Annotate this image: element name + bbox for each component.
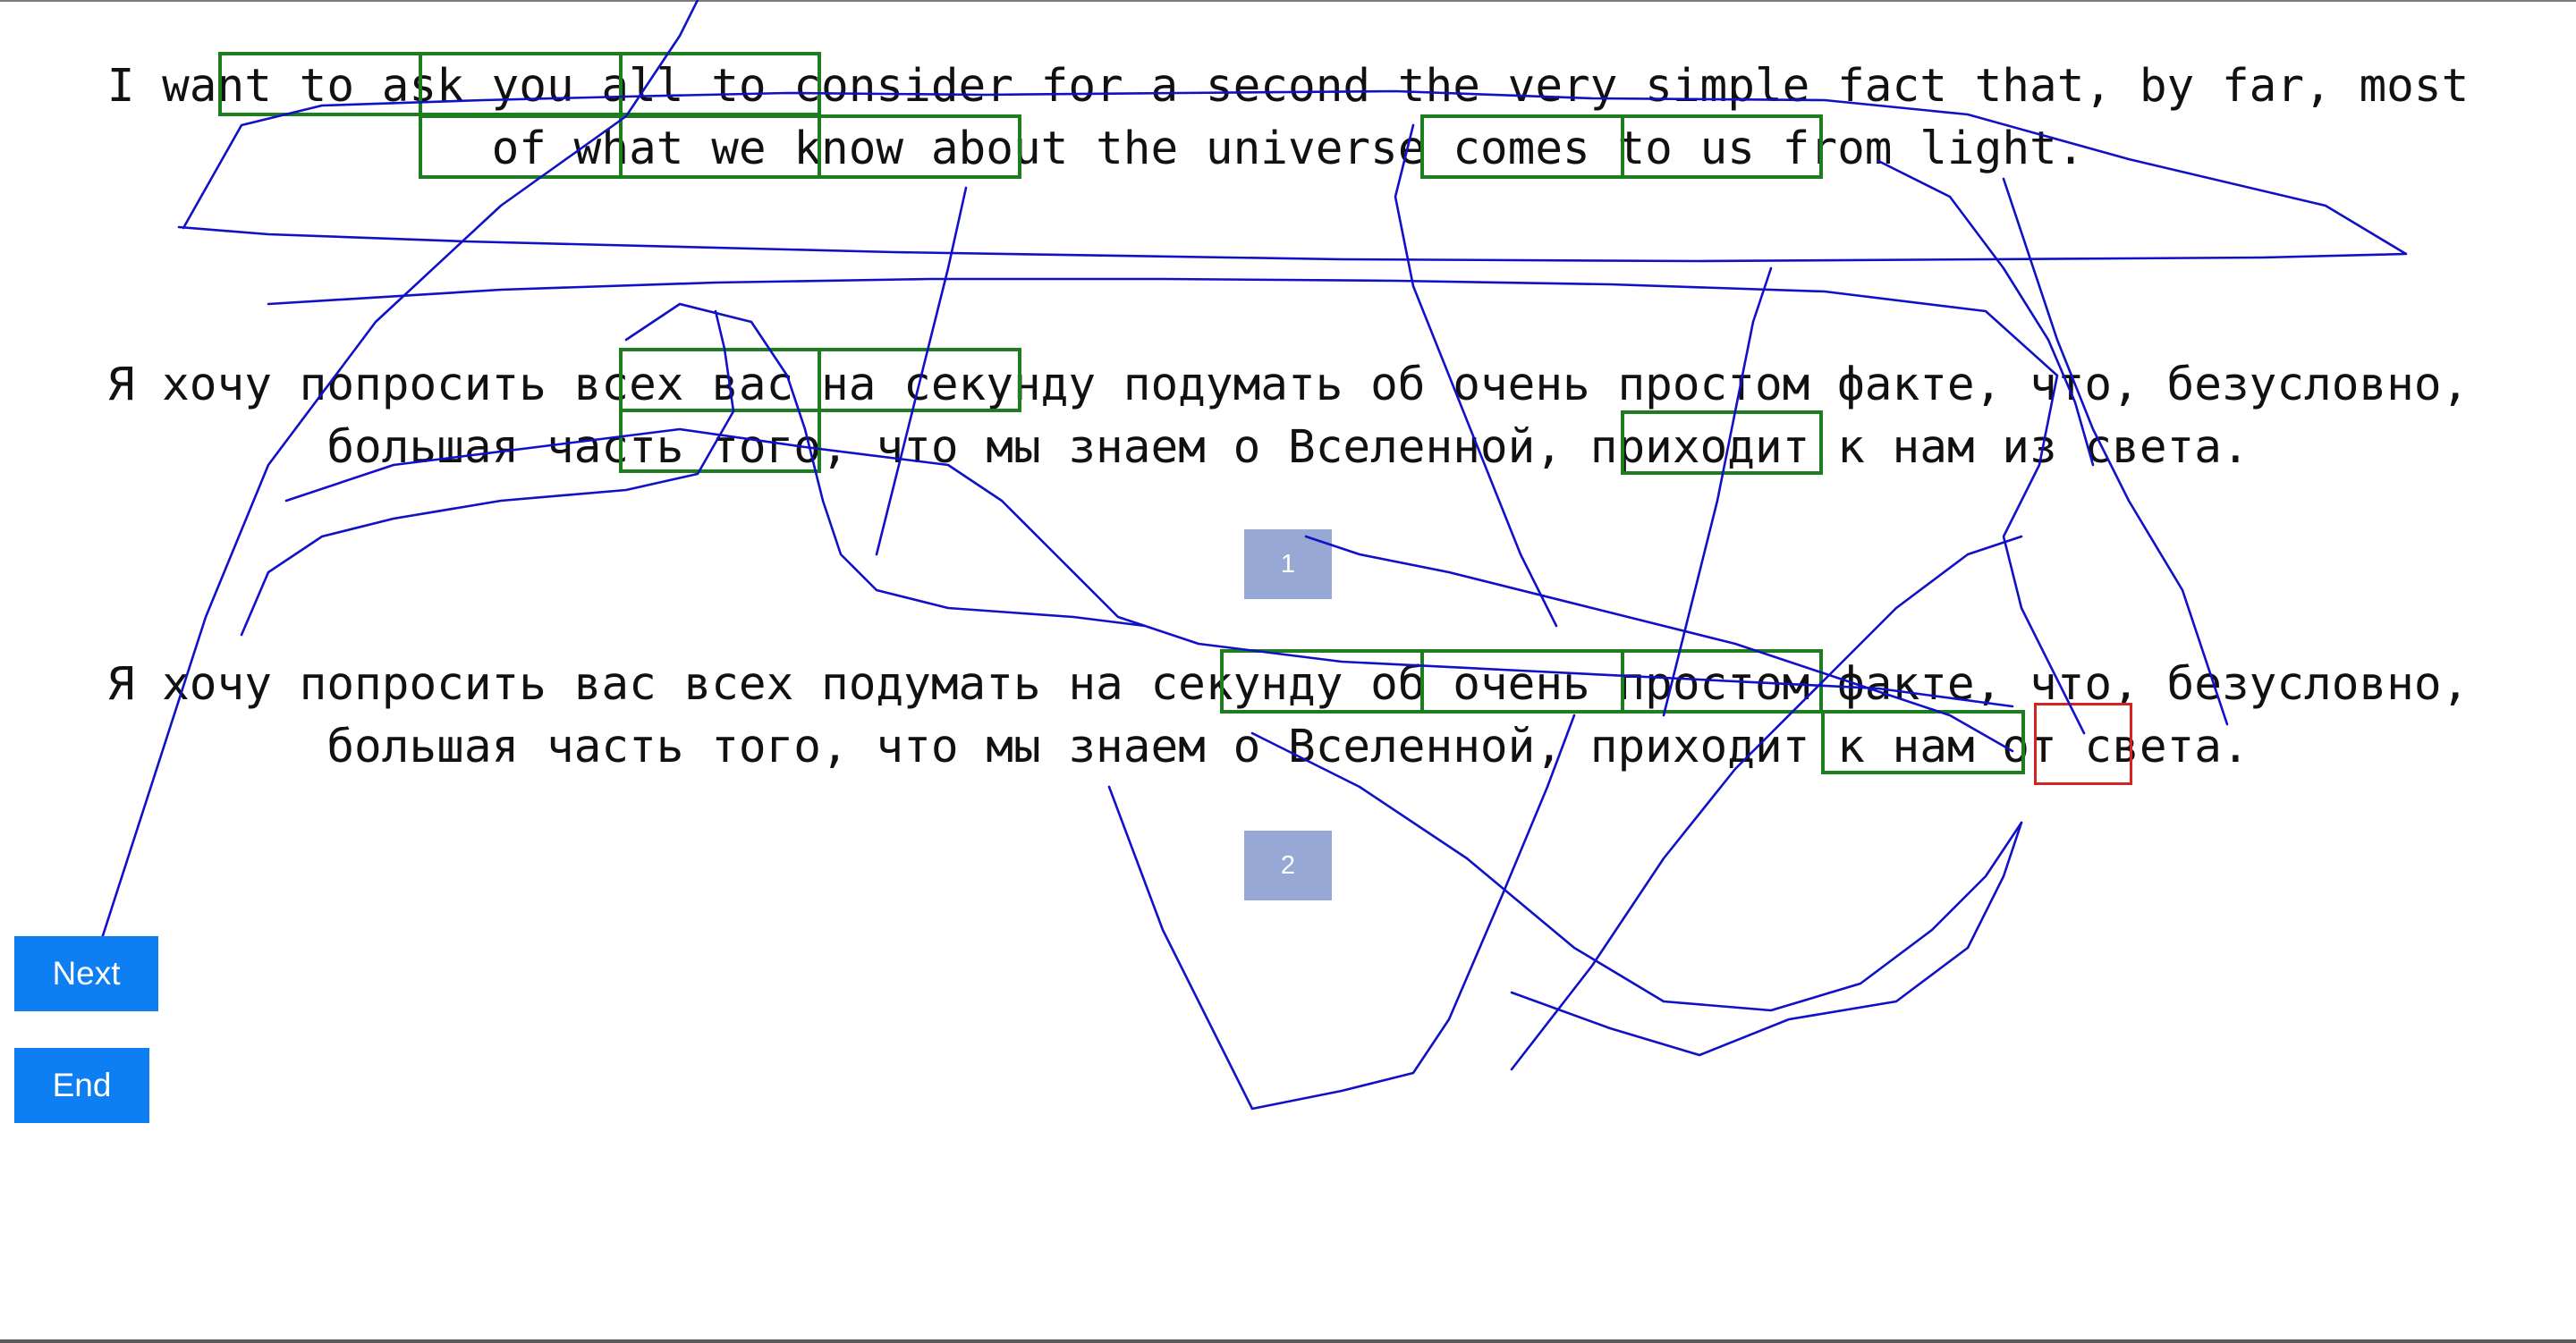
word-box — [818, 348, 1021, 412]
word-box — [1420, 649, 1624, 714]
word-box — [619, 52, 821, 116]
translation-1-line-2: большая часть того, что мы знаем о Вселе… — [326, 421, 2250, 474]
gaze-trace — [1510, 821, 2023, 1057]
word-box — [1821, 710, 2025, 774]
word-box — [419, 114, 623, 179]
word-box — [818, 114, 1021, 179]
end-button[interactable]: End — [14, 1048, 149, 1123]
error-word-box — [2034, 703, 2132, 785]
top-border — [0, 0, 2576, 2]
word-box — [1621, 649, 1823, 714]
source-sentence-line-2: of what we know about the universe comes… — [491, 122, 2085, 175]
gaze-trace — [1510, 535, 2023, 1071]
next-button[interactable]: Next — [14, 936, 158, 1011]
translation-1-line-1: Я хочу попросить всех вас на секунду под… — [106, 359, 2470, 411]
word-box — [1220, 649, 1424, 714]
word-box — [218, 52, 422, 116]
word-box — [619, 114, 821, 179]
word-box — [1420, 114, 1624, 179]
translation-marker-2[interactable]: 2 — [1244, 831, 1332, 900]
word-box — [619, 409, 821, 473]
translation-2-line-2: большая часть того, что мы знаем о Вселе… — [326, 721, 2250, 773]
word-box — [419, 52, 623, 116]
word-box — [1621, 410, 1823, 475]
translation-marker-1[interactable]: 1 — [1244, 529, 1332, 599]
gaze-trace — [1662, 266, 1773, 717]
bottom-border — [0, 1339, 2576, 1343]
word-box — [619, 348, 821, 412]
word-box — [1621, 114, 1823, 179]
